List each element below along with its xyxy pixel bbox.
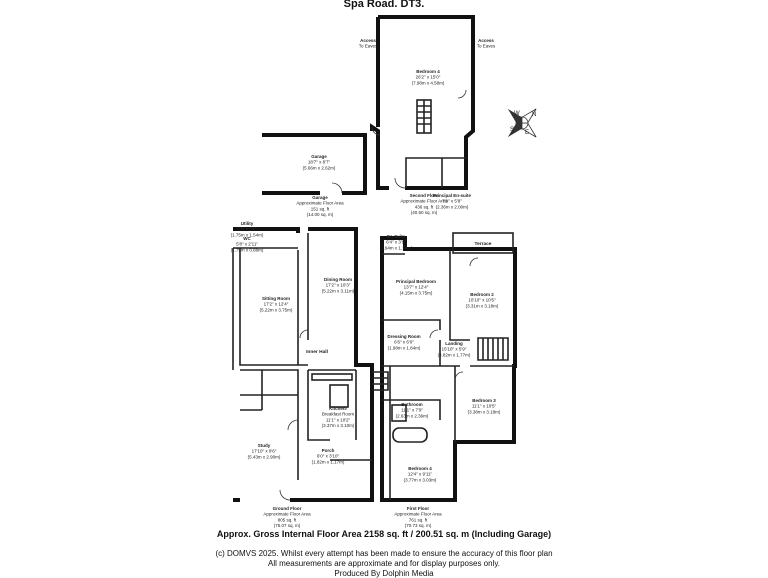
compass-w: W — [514, 111, 520, 117]
kitchen-island — [329, 384, 349, 408]
ground-interior-walls — [232, 233, 372, 480]
first-interior-walls — [382, 249, 514, 500]
shower-tray — [391, 404, 407, 422]
interior-walls — [232, 99, 514, 500]
terrace-label: Terrace — [475, 241, 492, 247]
bath-tub — [392, 427, 428, 443]
first-floor-walls — [380, 236, 517, 502]
stair-lines-second — [417, 100, 431, 133]
second-floor-ensuite-wall — [405, 157, 466, 188]
second-floor-walls — [370, 15, 475, 190]
plan-title: Spa Road. DT3. — [343, 0, 425, 10]
garage-walls — [262, 133, 367, 195]
compass-s: S — [510, 127, 514, 133]
stair-first — [477, 337, 509, 361]
compass-n: N — [532, 112, 536, 118]
footer-line-2: All measurements are approximate and for… — [268, 559, 500, 568]
wall-outlines — [233, 15, 517, 502]
inner-hall-label: Inner Hall — [306, 349, 328, 355]
gross-area-summary: Approx. Gross Internal Floor Area 2158 s… — [216, 529, 552, 539]
door-swings — [279, 89, 479, 501]
footer-line-1: (c) DOMVS 2025. Whilst every attempt has… — [215, 549, 553, 558]
stair-ground — [372, 371, 389, 391]
kitchen-counter — [311, 373, 353, 381]
compass-rose — [507, 108, 537, 138]
compass-e: E — [525, 130, 529, 136]
ground-floor-walls — [233, 227, 374, 502]
terrace-area — [452, 232, 514, 254]
footer-line-3: Produced By Dolphin Media — [334, 569, 434, 578]
